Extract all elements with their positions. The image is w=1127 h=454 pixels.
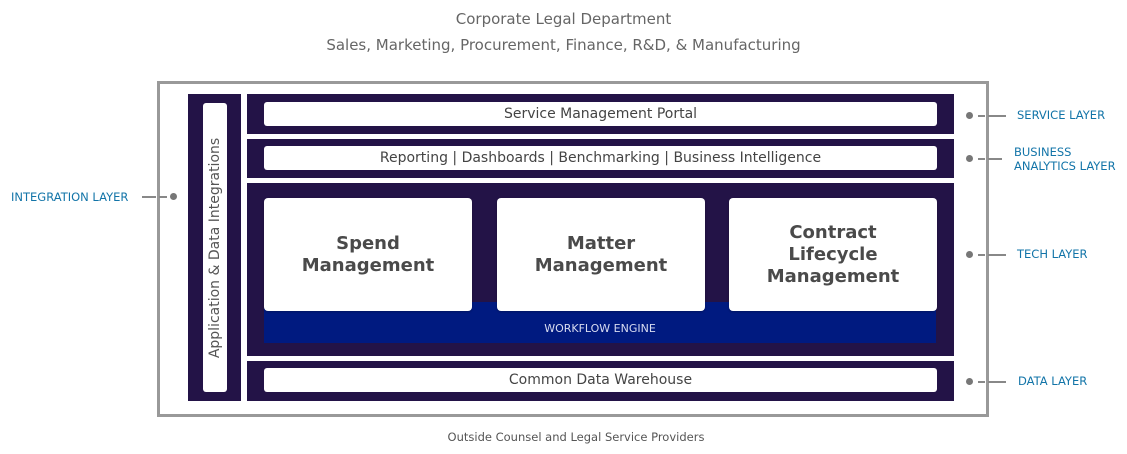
service-connector-dot — [966, 112, 973, 119]
integration-layer-label: INTEGRATION LAYER — [11, 190, 129, 204]
data-connector-dot — [966, 378, 973, 385]
label-line: ANALYTICS LAYER — [1014, 159, 1116, 173]
diagram-subtitle: Sales, Marketing, Procurement, Finance, … — [326, 36, 801, 54]
card-line: Management — [301, 254, 435, 276]
card-line: Contract — [789, 221, 877, 243]
tech-connector-line — [978, 254, 985, 256]
data-layer-label: DATA LAYER — [1018, 374, 1088, 388]
tech-connector-line — [988, 254, 1006, 256]
card-line: Spend — [336, 232, 400, 254]
integration-connector-line — [142, 196, 156, 198]
analytics-connector-line — [978, 158, 985, 160]
card-line: Management — [534, 254, 668, 276]
integration-bar-label: Application & Data Integrations — [207, 137, 223, 358]
card-line: Matter — [566, 232, 636, 254]
service-connector-line — [978, 115, 985, 117]
analytics-connector-dot — [966, 155, 973, 162]
common-data-warehouse: Common Data Warehouse — [264, 368, 937, 392]
diagram-footer: Outside Counsel and Legal Service Provid… — [447, 430, 705, 444]
integration-bar: Application & Data Integrations — [203, 103, 227, 392]
label-line: BUSINESS — [1014, 145, 1072, 159]
analytics-connector-line — [988, 158, 1002, 160]
service-layer-label: SERVICE LAYER — [1017, 108, 1106, 122]
tech-connector-dot — [966, 251, 973, 258]
card-line: Lifecycle — [788, 243, 878, 265]
data-connector-line — [978, 381, 985, 383]
workflow-engine-label: WORKFLOW ENGINE — [544, 322, 656, 335]
tech-layer-label: TECH LAYER — [1017, 247, 1088, 261]
architecture-frame — [157, 81, 989, 417]
integration-connector-line — [159, 196, 167, 198]
diagram-title: Corporate Legal Department — [455, 10, 672, 28]
analytics-layer-label: BUSINESS ANALYTICS LAYER — [1014, 145, 1116, 173]
integration-connector-dot — [170, 193, 177, 200]
data-connector-line — [988, 381, 1006, 383]
card-line: Management — [766, 265, 900, 287]
service-management-portal: Service Management Portal — [264, 102, 937, 126]
analytics-bar: Reporting | Dashboards | Benchmarking | … — [264, 146, 937, 170]
service-connector-line — [988, 115, 1006, 117]
